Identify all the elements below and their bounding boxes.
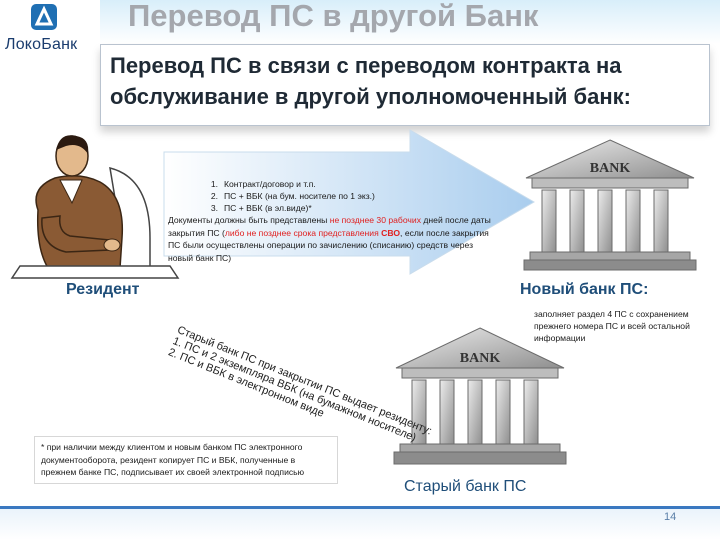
list-item: 1.Контракт/договор и т.п. (210, 179, 316, 189)
old-bank-label: Старый банк ПС (404, 478, 527, 495)
loko-logo-icon (31, 4, 57, 30)
resident-person-icon (10, 135, 180, 279)
bank-sign: BANK (590, 161, 631, 176)
bank-sign: BANK (460, 351, 501, 366)
footer (0, 509, 720, 540)
list-item: 2.ПС + ВБК (на бум. носителе по 1 экз.) (210, 191, 375, 201)
documents-list: 1.Контракт/договор и т.п. 2.ПС + ВБК (на… (200, 178, 375, 214)
new-bank-building-icon: BANK (523, 139, 697, 271)
footer-divider (0, 506, 720, 509)
new-bank-note: заполняет раздел 4 ПС с сохранением преж… (534, 309, 690, 343)
page-number: 14 (664, 511, 677, 523)
resident-label: Резидент (66, 281, 140, 298)
list-item: 3.ПС + ВБК (в эл.виде)* (210, 203, 312, 213)
title-bar (100, 0, 720, 44)
list-item: 1. ПС и 2 экземпляра ВБК (на бумажном но… (171, 335, 418, 445)
footnote: * при наличии между клиентом и новым бан… (34, 436, 338, 484)
subtitle-box (100, 44, 710, 126)
brand-name: ЛокоБанк (5, 36, 78, 53)
page-title: Перевод ПС в другой Банк (128, 0, 539, 33)
documents-deadline-note: Документы должны быть представлены не по… (168, 215, 491, 263)
new-bank-label: Новый банк ПС: (520, 281, 649, 298)
transfer-arrow-icon (163, 129, 535, 275)
page-subtitle: Перевод ПС в связи с переводом контракта… (110, 53, 632, 109)
old-bank-building-icon: BANK (393, 327, 567, 465)
